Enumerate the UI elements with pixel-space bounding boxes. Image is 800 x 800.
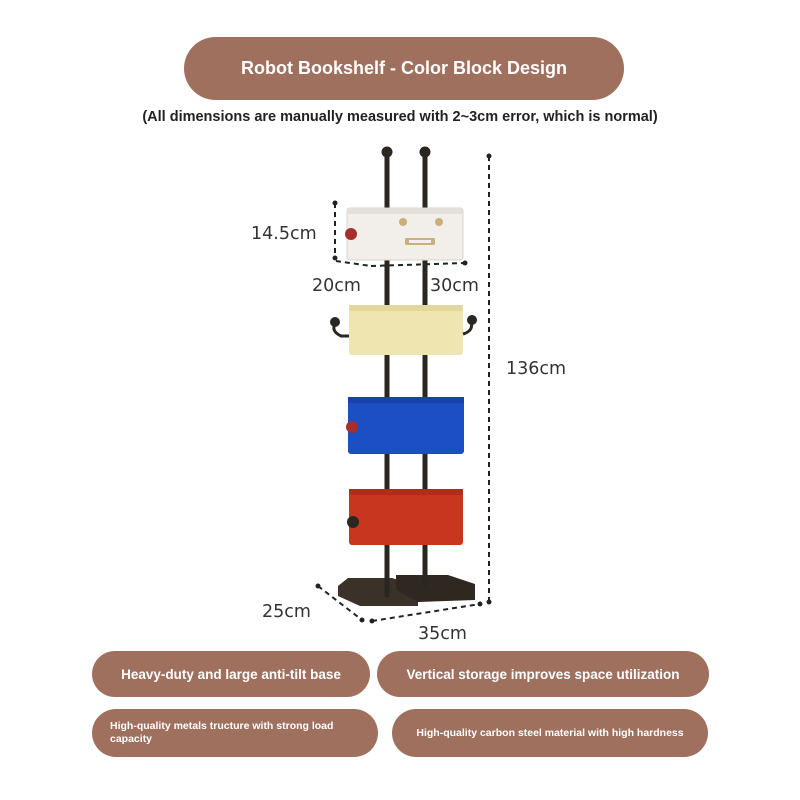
feature-metal-structure: High-quality metals tructure with strong… [92, 709, 378, 757]
pole-top-ball-right [419, 146, 431, 158]
pole-top-ball-left [381, 146, 393, 158]
feature-carbon-steel: High-quality carbon steel material with … [392, 709, 708, 757]
dim-box-height: 14.5cm [251, 224, 317, 244]
feature-anti-tilt-base: Heavy-duty and large anti-tilt base [92, 651, 370, 697]
box-cream [330, 305, 477, 355]
box-blue [346, 397, 464, 454]
base-plates [338, 575, 475, 606]
dimension-lines [317, 156, 490, 622]
dim-base-width: 35cm [418, 624, 467, 644]
measurement-note: (All dimensions are manually measured wi… [142, 109, 658, 125]
box-white-head [345, 207, 464, 261]
dim-box-depth: 20cm [312, 276, 361, 296]
dim-total-height: 136cm [506, 359, 567, 379]
feature-vertical-storage: Vertical storage improves space utilizat… [377, 651, 709, 697]
box-red [347, 489, 463, 545]
dim-box-width: 30cm [430, 276, 479, 296]
page-title: Robot Bookshelf - Color Block Design [184, 37, 624, 100]
dimension-end-dots [315, 153, 492, 624]
dim-base-depth: 25cm [262, 602, 311, 622]
